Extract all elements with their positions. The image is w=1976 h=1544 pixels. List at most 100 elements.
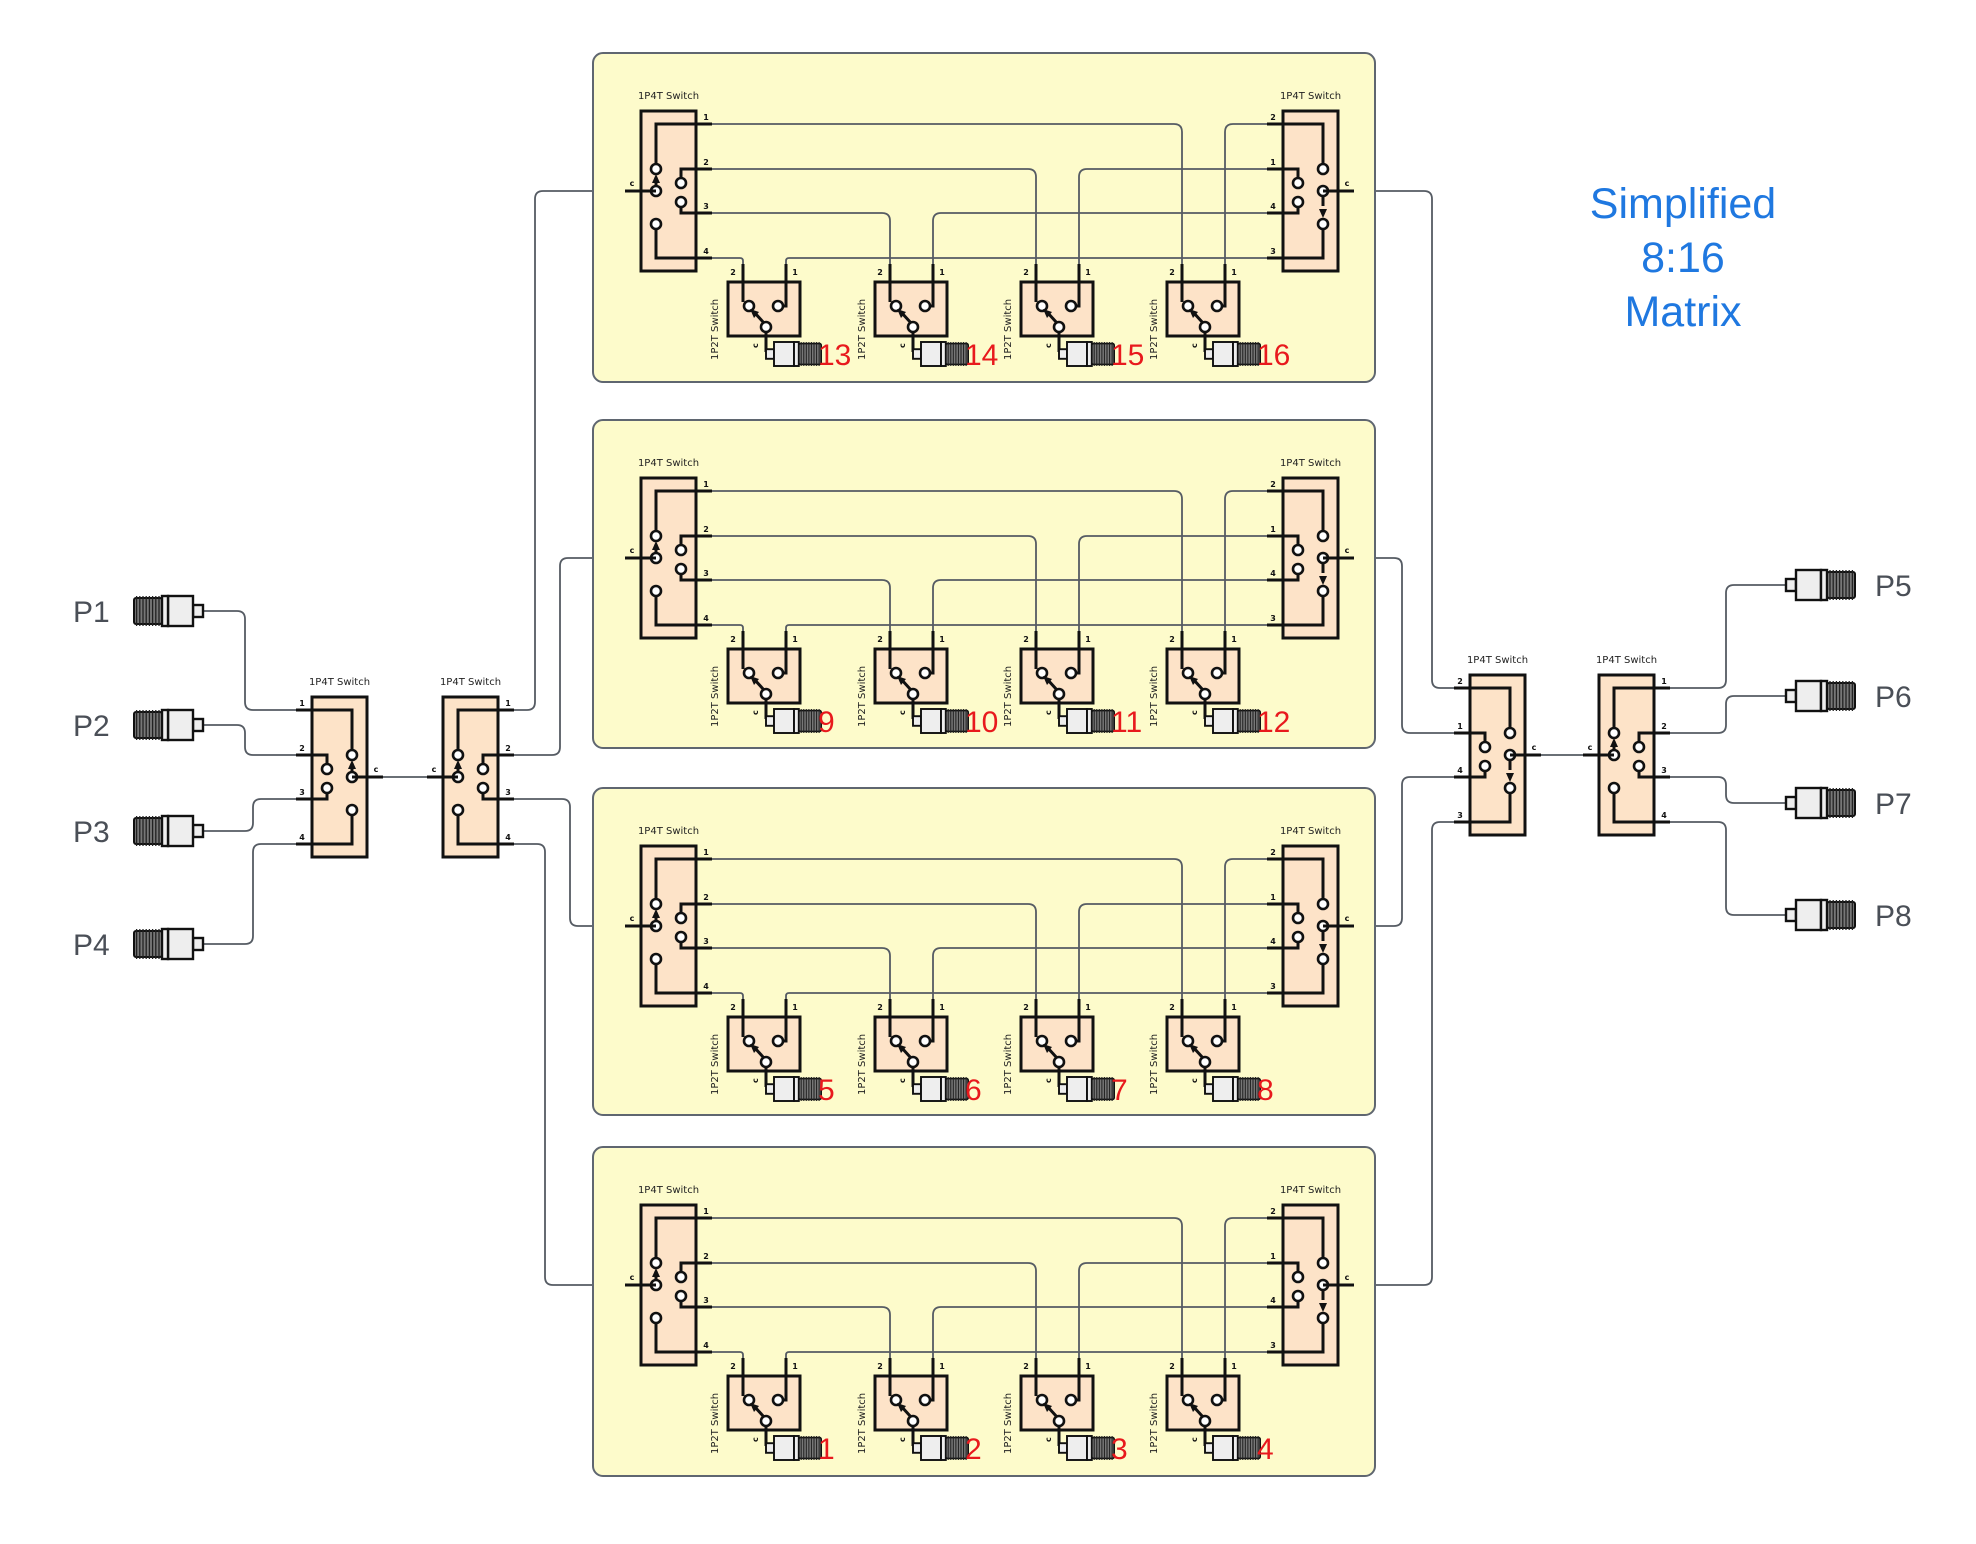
panel-wires xyxy=(712,858,1267,999)
pin-label: 1 xyxy=(1085,1362,1091,1371)
wire-panel-to-c xyxy=(1354,776,1454,927)
pin-label: 1 xyxy=(792,1003,798,1012)
pin-label: 4 xyxy=(505,833,511,842)
switch-label: 1P4T Switch xyxy=(1280,826,1341,837)
switch-label: 1P2T Switch xyxy=(710,1034,721,1095)
output-port[interactable]: P7 xyxy=(1784,786,1912,821)
wire xyxy=(932,947,1267,999)
switch-arrow-icon xyxy=(897,676,906,685)
output-port[interactable]: P6 xyxy=(1784,679,1912,714)
input-port[interactable]: P3 xyxy=(73,814,205,849)
pin-label: 2 xyxy=(1023,268,1029,277)
pin-label: 3 xyxy=(703,202,709,211)
switch-contact xyxy=(674,1270,688,1284)
internal-trace xyxy=(456,805,498,846)
output-port[interactable]: P8 xyxy=(1784,898,1912,933)
pin-label: 2 xyxy=(1270,113,1276,122)
common-label: c xyxy=(1345,1273,1350,1282)
pin-label: 1 xyxy=(1457,722,1463,731)
wire xyxy=(932,579,1267,631)
wire xyxy=(1224,858,1267,999)
wire-d-to-output xyxy=(1670,776,1786,804)
switch-contact xyxy=(1035,1034,1049,1048)
wire xyxy=(712,212,891,264)
wire-b-to-panel xyxy=(514,798,625,927)
sma-connector-icon xyxy=(133,594,205,628)
output-port[interactable]: P5 xyxy=(1784,568,1912,603)
pin-label: 3 xyxy=(1270,982,1276,991)
common-label: c xyxy=(1190,1078,1199,1083)
sma-connector-icon xyxy=(912,708,970,734)
switch-contact xyxy=(1181,1393,1195,1407)
switch-contact xyxy=(1316,1256,1330,1270)
common-label: c xyxy=(432,765,437,774)
pin-label: 2 xyxy=(1023,1362,1029,1371)
switch-label: 1P2T Switch xyxy=(710,299,721,360)
pin-label: 4 xyxy=(1270,569,1276,578)
internal-trace xyxy=(1283,219,1325,260)
panel-wires xyxy=(712,123,1267,264)
common-label: c xyxy=(1044,1437,1053,1442)
switch-contact xyxy=(1316,217,1330,231)
internal-trace xyxy=(1470,731,1487,742)
switch-contact xyxy=(1291,930,1305,944)
wire-panel-to-c xyxy=(1354,190,1454,689)
wire xyxy=(785,1351,1267,1358)
title-line-1: Simplified xyxy=(1590,180,1776,228)
output-number-label: 8 xyxy=(1257,1074,1274,1107)
wires-layer xyxy=(203,190,1786,1286)
output-number-label: 12 xyxy=(1257,706,1290,739)
switch-contact xyxy=(1316,584,1330,598)
switch-arrow-icon xyxy=(750,1403,759,1412)
switch-contact xyxy=(345,748,359,762)
pin-label: 1 xyxy=(703,1207,709,1216)
pin-label: 2 xyxy=(1023,1003,1029,1012)
switch-label: 1P2T Switch xyxy=(1003,1034,1014,1095)
wire xyxy=(712,535,1037,631)
wire xyxy=(1224,123,1267,264)
switch-contact xyxy=(889,1393,903,1407)
internal-trace xyxy=(1283,902,1300,913)
input-port[interactable]: P1 xyxy=(73,594,205,629)
output-port-label: P6 xyxy=(1875,681,1912,714)
pin-label: 1 xyxy=(1085,1003,1091,1012)
input-port[interactable]: P2 xyxy=(73,708,205,743)
input-port[interactable]: P4 xyxy=(73,927,205,962)
switch-contact xyxy=(1316,162,1330,176)
pin-label: 1 xyxy=(1231,1362,1237,1371)
output-number-label: 14 xyxy=(965,339,998,372)
pin-label: 2 xyxy=(730,1003,736,1012)
